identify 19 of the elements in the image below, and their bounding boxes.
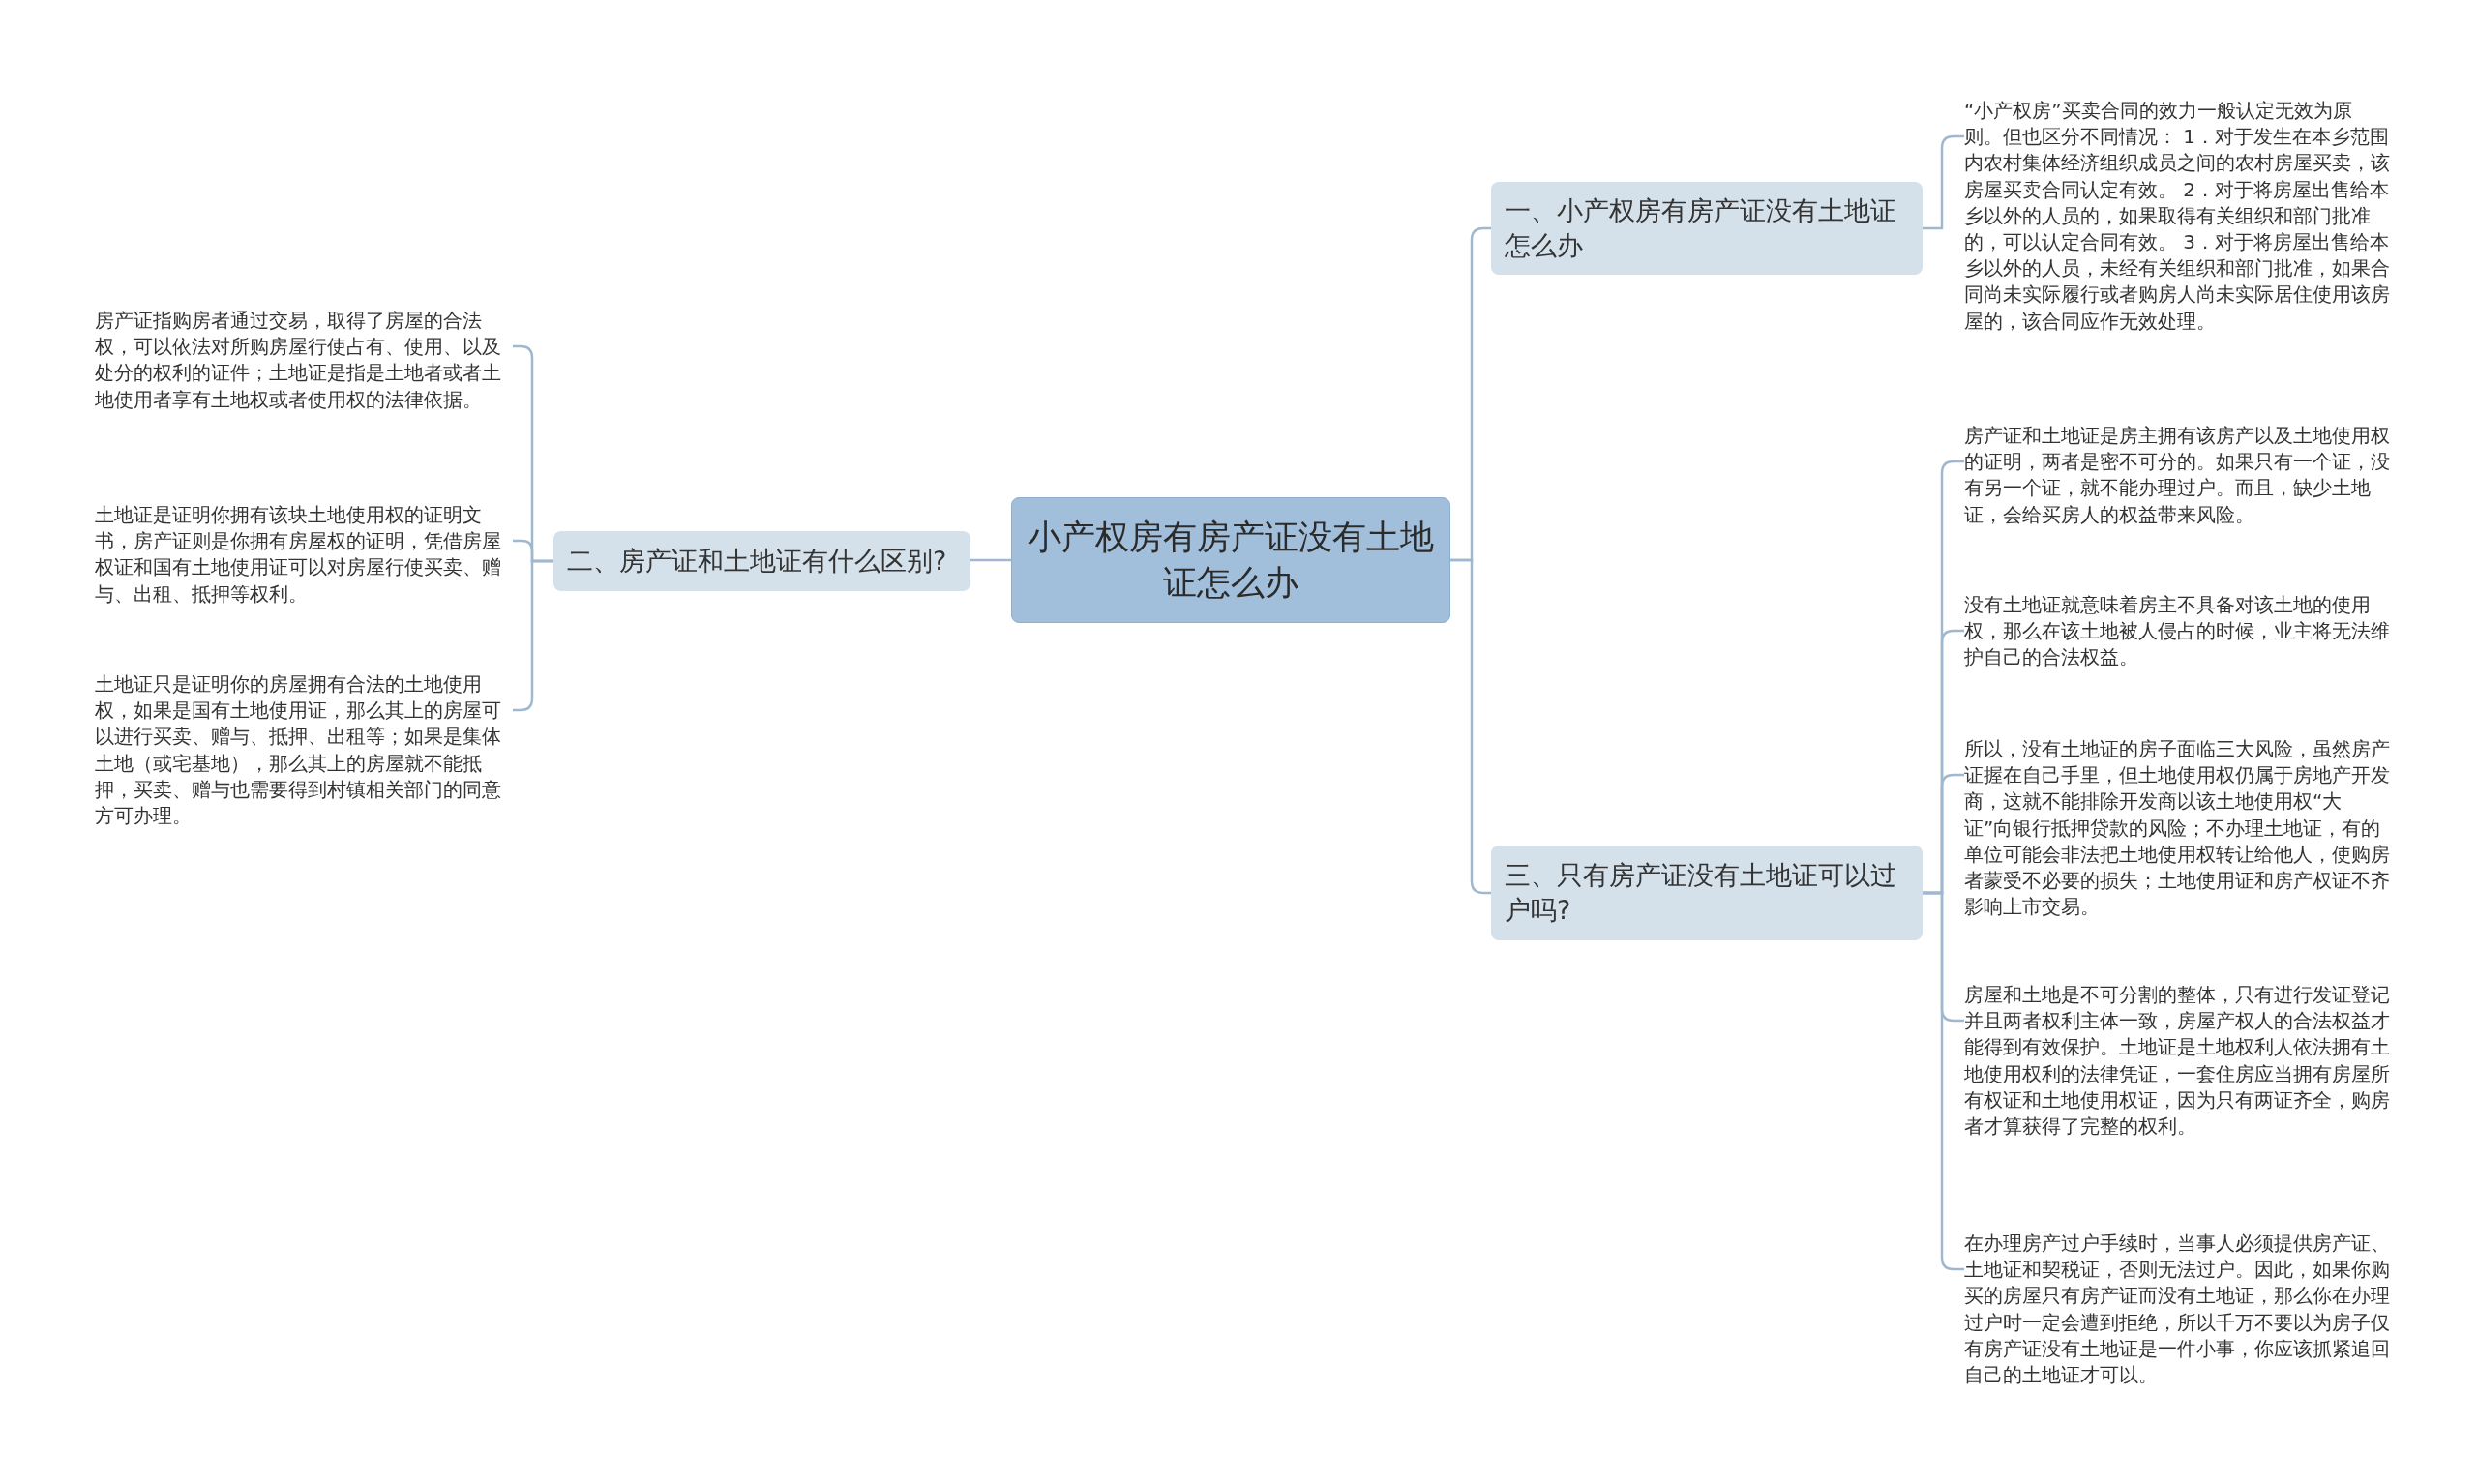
note-text: 房产证和土地证是房主拥有该房产以及土地使用权的证明，两者是密不可分的。如果只有一个证，没有另一个证，就不能办理过户。而且，缺少土地证，会给买房人的权益带来风险。 xyxy=(1964,423,2390,528)
branch-topic-box xyxy=(1491,182,1923,275)
note-text: 房屋和土地是不可分割的整体，只有进行发证登记并且两者权利主体一致，房屋产权人的合法权益才能得到有效保护。土地证是土地权利人依法拥有土地使用权利的法律凭证，一套住房应当拥有房屋所有权证和土地使用权证，因为只有两证齐全，购房者才算获得了完整的权利。 xyxy=(1964,982,2390,1140)
note-text: 没有土地证就意味着房主不具备对该土地的使用权，那么在该土地被人侵占的时候，业主将无法维护自己的合法权益。 xyxy=(1964,592,2390,671)
note-text: 土地证只是证明你的房屋拥有合法的土地使用权，如果是国有土地使用证，那么其上的房屋可以进行买卖、赠与、抵押、出租等；如果是集体土地（或宅基地），那么其上的房屋就不能抵押，买卖、赠与也需要得到村镇相关部门的同意方可办理。 xyxy=(95,671,502,829)
central-topic-box xyxy=(1011,497,1450,623)
note-text: 所以，没有土地证的房子面临三大风险，虽然房产证握在自己手里，但土地使用权仍属于房地产开发商，这就不能排除开发商以该土地使用权“大证”向银行抵押贷款的风险；不办理土地证，有的单位可能会非法把土地使用权转让给他人，使购房者蒙受不必要的损失；土地使用证和房产权证不齐影响上市交易。 xyxy=(1964,736,2390,921)
note-text: 房产证指购房者通过交易，取得了房屋的合法权，可以依法对所购房屋行使占有、使用、以及处分的权利的证件；土地证是指是土地者或者土地使用者享有土地权或者使用权的法律依据。 xyxy=(95,308,502,413)
connector-line xyxy=(970,558,1011,562)
branch-topic-box xyxy=(1491,846,1923,940)
branch-topic-text: 三、只有房产证没有土地证可以过户吗? xyxy=(1505,859,1897,927)
connector-line xyxy=(1450,558,1491,895)
central-topic-text: 小产权房有房产证没有土地证怎么办 xyxy=(1028,517,1434,604)
branch-topic-box xyxy=(553,531,970,591)
branch-topic-text: 二、房产证和土地证有什么区别? xyxy=(567,545,947,578)
note-text: “小产权房”买卖合同的效力一般认定无效为原则。但也区分不同情况： 1．对于发生在本乡范围内农村集体经济组织成员之间的农村房屋买卖，该房屋买卖合同认定有效。 2．对于将房屋出售给本乡以外的人员的，如果取得有关组织和部门批准的，可以认定合同有效。 3．对于将房屋出售给本乡以外的人员，未经有关组织和部门批准，如果合同尚未实际履行或者购房人尚未实际居住使用该房屋的，该合同应作无效处理。 xyxy=(1964,98,2390,335)
branch-topic-text: 一、小产权房有房产证没有土地证怎么办 xyxy=(1505,194,1897,262)
note-text: 在办理房产过户手续时，当事人必须提供房产证、土地证和契税证，否则无法过户。因此，如果你购买的房屋只有房产证而没有土地证，那么你在办理过户时一定会遭到拒绝，所以千万不要以为房子仅有房产证没有土地证是一件小事，你应该抓紧追回自己的土地证才可以。 xyxy=(1964,1231,2390,1388)
note-text: 土地证是证明你拥有该块土地使用权的证明文书，房产证则是你拥有房屋权的证明，凭借房屋权证和国有土地使用证可以对房屋行使买卖、赠与、出租、抵押等权利。 xyxy=(95,502,502,608)
